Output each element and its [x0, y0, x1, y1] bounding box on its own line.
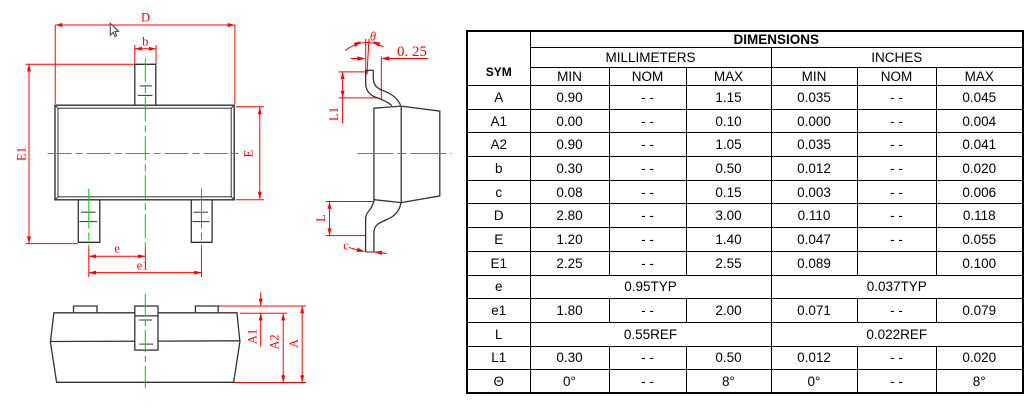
svg-text:L1: L1	[327, 107, 341, 121]
svg-text:c: c	[343, 239, 349, 253]
svg-text:D: D	[141, 11, 150, 25]
svg-text:A: A	[287, 339, 301, 348]
svg-text:L: L	[314, 214, 328, 222]
svg-text:e: e	[114, 242, 120, 256]
svg-text:b: b	[142, 35, 148, 49]
svg-text:E1: E1	[15, 147, 29, 161]
svg-text:E: E	[242, 149, 256, 157]
svg-text:e1: e1	[137, 259, 149, 273]
svg-text:θ: θ	[370, 30, 376, 44]
svg-text:0. 25: 0. 25	[397, 44, 427, 60]
svg-text:A2: A2	[268, 334, 282, 349]
svg-text:A1: A1	[246, 329, 260, 344]
